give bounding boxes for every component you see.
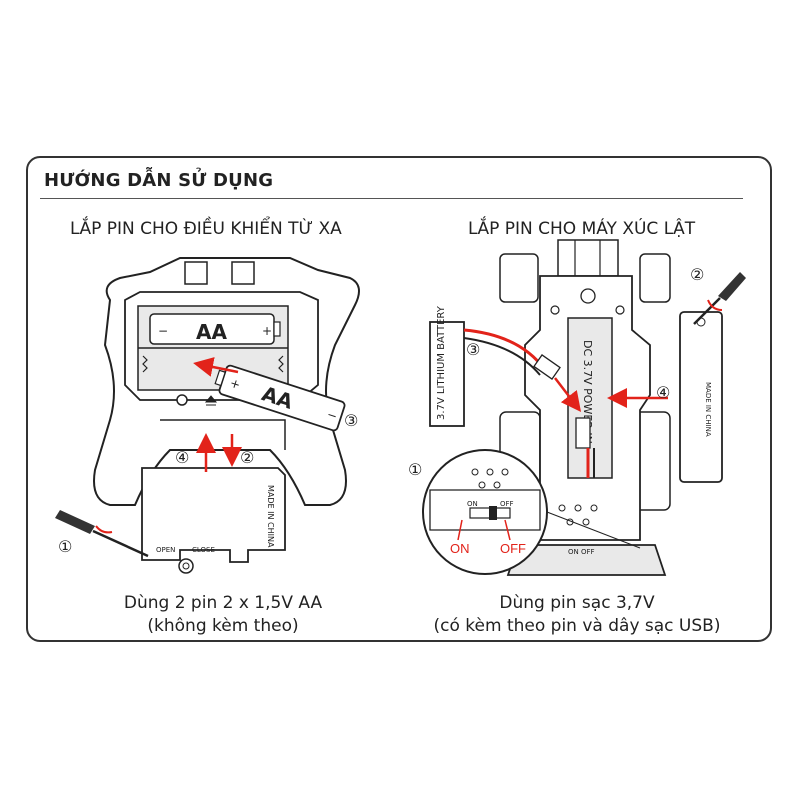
insert-arrow (193, 357, 239, 377)
lithium-battery: 3.7V LITHIUM BATTERY (429, 305, 582, 427)
svg-text:MADE IN CHINA: MADE IN CHINA (266, 485, 275, 548)
right-battery-cover: MADE IN CHINA (679, 311, 723, 483)
svg-text:MADE IN CHINA: MADE IN CHINA (704, 382, 712, 437)
svg-text:−: − (325, 407, 339, 423)
left-step-2: ② (240, 448, 254, 467)
screwdriver-icon (55, 510, 149, 558)
aa-label-inside: AA (196, 320, 227, 344)
right-caption: Dùng pin sạc 3,7V (có kèm theo pin và dâ… (432, 592, 722, 638)
screwdriver-icon-right (693, 272, 746, 325)
svg-text:ON: ON (467, 500, 478, 508)
title-divider (40, 198, 743, 199)
left-step-4: ④ (175, 448, 189, 467)
svg-text:ON OFF: ON OFF (568, 548, 595, 556)
left-heading: LẮP PIN CHO ĐIỀU KHIỂN TỪ XA (70, 219, 342, 239)
off-label: OFF (500, 541, 526, 556)
right-step-3: ③ (466, 340, 480, 359)
page-title: HƯỚNG DẪN SỬ DỤNG (44, 170, 274, 191)
plus-mark: + (262, 324, 272, 338)
aa-battery-loose: + AA − (214, 364, 346, 432)
left-caption-line1: Dùng 2 pin 2 x 1,5V AA (123, 593, 323, 613)
svg-text:+: + (228, 376, 242, 392)
on-label: ON (450, 541, 470, 556)
battery-cover: MADE IN CHINA OPEN CLOSE (141, 467, 286, 574)
switch-zoom: ON OFF ON OFF (422, 449, 641, 575)
right-step-1: ① (408, 460, 422, 479)
right-step-4: ④ (656, 383, 670, 402)
svg-text:OPEN: OPEN (156, 546, 175, 554)
left-step-1: ① (58, 537, 72, 556)
right-caption-line2: (có kèm theo pin và dây sạc USB) (433, 616, 721, 636)
svg-text:3.7V LITHIUM BATTERY: 3.7V LITHIUM BATTERY (436, 305, 447, 420)
svg-text:OFF: OFF (500, 500, 514, 508)
left-caption-line2: (không kèm theo) (147, 616, 299, 636)
left-caption: Dùng 2 pin 2 x 1,5V AA (không kèm theo) (108, 592, 338, 638)
right-heading: LẮP PIN CHO MÁY XÚC LẬT (468, 219, 696, 239)
svg-text:CLOSE: CLOSE (192, 546, 215, 554)
minus-mark: − (158, 324, 168, 338)
right-caption-line1: Dùng pin sạc 3,7V (499, 593, 655, 613)
right-step-2: ② (690, 265, 704, 284)
left-step-3: ③ (344, 411, 358, 430)
